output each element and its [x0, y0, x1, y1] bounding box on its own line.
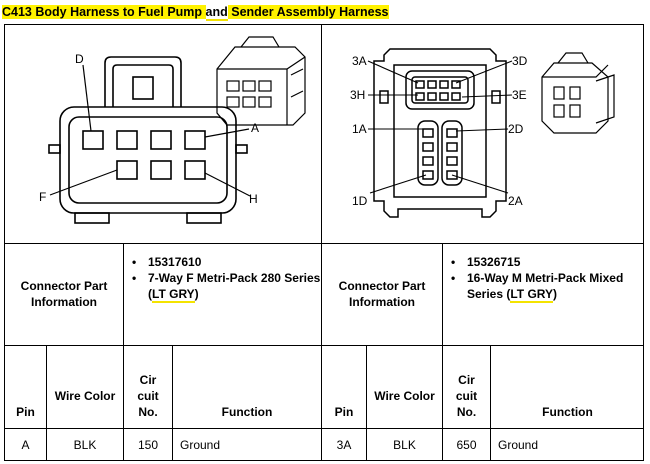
document-title: C413 Body Harness to Fuel Pump and Sende…	[2, 3, 389, 21]
right-connector-info-header: Connector Part Information	[322, 278, 442, 310]
divider-col-1	[46, 345, 47, 461]
header-circuit-left-l1: Cir	[139, 373, 157, 387]
row-right-wire-color: BLK	[393, 438, 416, 452]
divider-col-2	[123, 345, 124, 461]
header-function-right: Function	[491, 404, 644, 420]
right-connector-diagram: 3A 3D 3H 3E 1A 2D 1D 2A	[350, 48, 615, 218]
header-function-left-text: Function	[221, 405, 273, 419]
divider-col-3	[172, 345, 173, 461]
left-desc-color: LT GRY	[152, 287, 195, 303]
row-right-function: Ground	[498, 438, 539, 452]
header-circuit-right-l3: No.	[456, 405, 477, 419]
label-d: D	[75, 52, 84, 66]
right-connector-part-info: 15326715 16-Way M Metri-Pack Mixed Serie…	[443, 254, 643, 303]
right-part-number: 15326715	[445, 254, 643, 270]
label-3d: 3D	[512, 54, 528, 68]
right-desc-color: LT GRY	[510, 287, 554, 303]
header-pin-left: Pin	[5, 404, 46, 420]
divider-info-left	[123, 243, 124, 345]
divider-info-bottom	[4, 345, 644, 346]
right-desc-suffix: )	[553, 287, 558, 301]
header-wire-color-right-text: Wire Color	[374, 389, 435, 403]
header-function-right-text: Function	[542, 405, 593, 419]
label-3h: 3H	[350, 88, 365, 102]
header-wire-color-right: Wire Color	[367, 388, 442, 404]
header-circuit-right-l1: Cir	[458, 373, 475, 387]
header-circuit-right: Cir cuit No.	[443, 372, 490, 420]
header-circuit-left-l3: No.	[138, 405, 158, 419]
divider-header-bottom	[4, 428, 644, 429]
header-wire-color-left-text: Wire Color	[54, 389, 116, 403]
header-pin-right: Pin	[322, 404, 366, 420]
row-left-function: Ground	[180, 438, 221, 452]
right-connector-info-header-text: Connector Part Information	[338, 279, 426, 309]
left-connector-diagram: D A F H	[39, 36, 306, 224]
left-part-description: 7-Way F Metri-Pack 280 Series (LT GRY)	[126, 270, 321, 303]
label-h: H	[249, 192, 258, 206]
divider-info-right	[442, 243, 443, 345]
header-circuit-right-l2: cuit	[455, 389, 478, 403]
label-f: F	[39, 190, 46, 204]
connector-table	[4, 24, 644, 461]
divider-diagram-bottom	[4, 243, 644, 244]
left-desc-suffix: )	[194, 287, 199, 301]
header-pin-left-text: Pin	[16, 405, 35, 419]
label-2a: 2A	[508, 194, 523, 208]
row-left-circuit: 150	[137, 438, 159, 452]
divider-diagram-middle	[321, 24, 322, 461]
right-part-description: 16-Way M Metri-Pack Mixed Series (LT GRY…	[445, 270, 643, 303]
title-part-3: Sender Assembly Harness	[227, 5, 389, 19]
header-pin-right-text: Pin	[334, 405, 354, 419]
row-left-wire-color: BLK	[73, 438, 97, 452]
divider-col-7	[490, 345, 491, 461]
label-1d: 1D	[352, 194, 368, 208]
label-1a: 1A	[352, 122, 367, 136]
title-part-1: C413 Body Harness to Fuel Pump	[2, 5, 206, 19]
left-part-number: 15317610	[126, 254, 321, 270]
row-left-pin: A	[21, 438, 30, 452]
left-connector-info-header-text: Connector Part Information	[20, 279, 108, 309]
row-right-pin: 3A	[336, 438, 352, 452]
header-wire-color-left: Wire Color	[47, 388, 123, 404]
header-circuit-left: Cir cuit No.	[124, 372, 172, 420]
label-3a: 3A	[352, 54, 367, 68]
divider-col-6	[442, 345, 443, 461]
label-3e: 3E	[512, 88, 527, 102]
header-function-left: Function	[173, 404, 321, 420]
right-desc-prefix: 16-Way M Metri-Pack Mixed Series (	[467, 271, 624, 301]
header-circuit-left-l2: cuit	[137, 389, 159, 403]
divider-col-5	[366, 345, 367, 461]
label-a: A	[251, 121, 259, 135]
left-connector-info-header: Connector Part Information	[5, 278, 123, 310]
row-right-circuit: 650	[456, 438, 477, 452]
title-part-2: and	[205, 5, 228, 21]
left-connector-part-info: 15317610 7-Way F Metri-Pack 280 Series (…	[124, 254, 321, 303]
left-desc-prefix: 7-Way F Metri-Pack 280 Series (	[148, 271, 321, 301]
label-2d: 2D	[508, 122, 524, 136]
